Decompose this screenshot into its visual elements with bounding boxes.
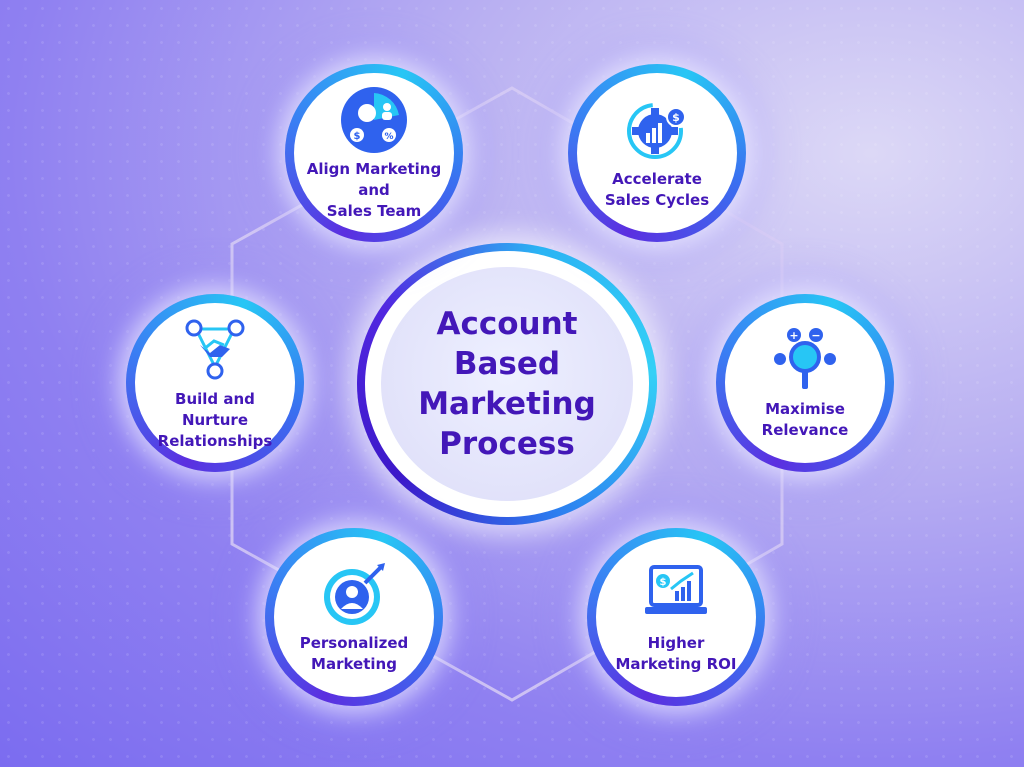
magnifier-relevance-icon: + − [774, 328, 836, 389]
node-higher-roi: $ Higher Marketing ROI [587, 528, 765, 706]
center-title: Account Based Marketing Process [418, 306, 596, 462]
svg-text:$: $ [354, 131, 361, 142]
node-build-relationships: Build and Nurture Relationships [126, 294, 304, 472]
svg-text:$: $ [660, 577, 667, 588]
svg-text:+: + [789, 329, 798, 342]
pie-chart-team-icon: $ % [341, 86, 407, 153]
svg-text:$: $ [672, 111, 680, 124]
node-align-marketing: $ % Align Marketing and Sales Team [285, 64, 463, 242]
handshake-network-icon [185, 319, 245, 379]
node-label: Build and Nurture Relationships [157, 389, 273, 450]
node-accelerate-sales: $ Accelerate Sales Cycles [568, 64, 746, 242]
node-label: Personalized Marketing [299, 634, 409, 673]
center-hub: Account Based Marketing Process [357, 243, 657, 525]
target-person-icon [324, 563, 385, 625]
node-label: Higher Marketing ROI [615, 634, 737, 673]
node-label: Align Marketing and Sales Team [306, 159, 442, 220]
svg-text:−: − [811, 329, 820, 342]
node-label: Maximise Relevance [761, 400, 849, 439]
gear-growth-icon: $ [627, 103, 686, 159]
laptop-growth-chart-icon: $ [645, 565, 707, 614]
node-personalized-marketing: Personalized Marketing [265, 528, 443, 706]
svg-text:%: % [384, 132, 393, 142]
node-maximise-relevance: + − Maximise Relevance [716, 294, 894, 472]
node-label: Accelerate Sales Cycles [604, 170, 710, 209]
